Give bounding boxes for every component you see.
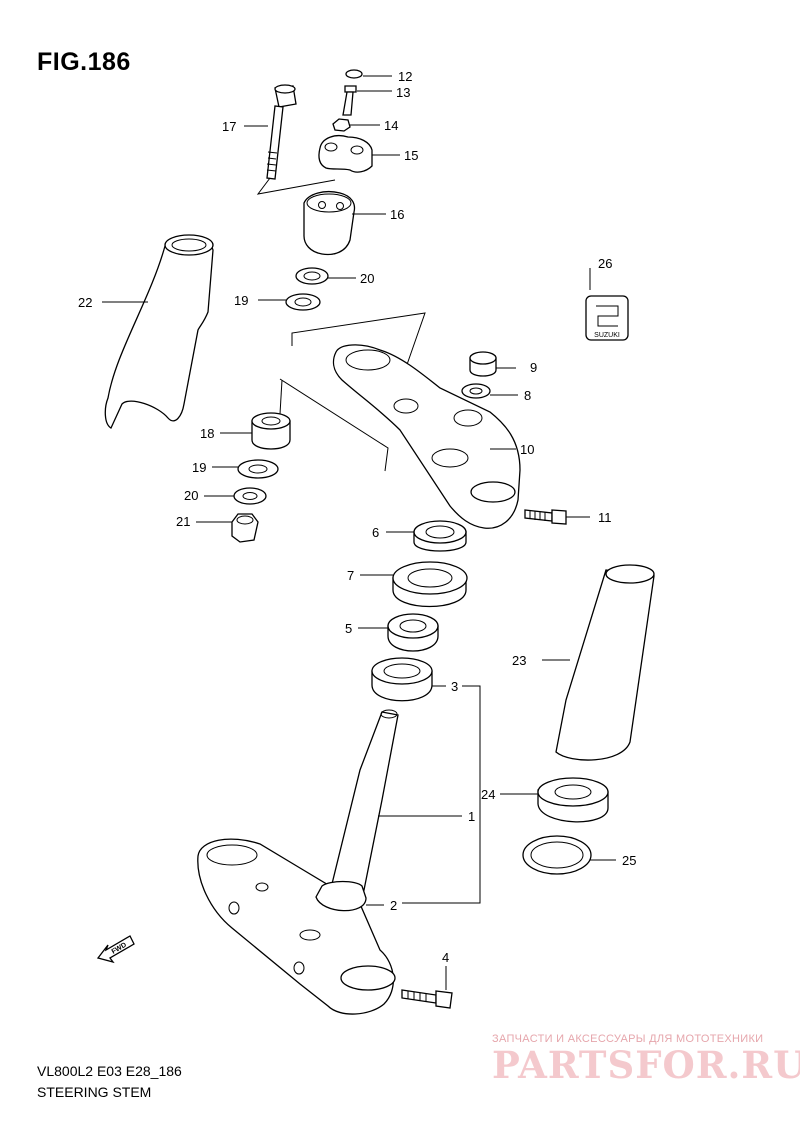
part-16-handlebar-holder	[303, 190, 356, 256]
fwd-arrow-icon: FWD	[96, 935, 135, 964]
part-21-nut	[231, 513, 259, 543]
part-13-bolt	[342, 85, 357, 116]
callout-25: 25	[622, 853, 636, 868]
callout-1: 1	[468, 809, 475, 824]
callout-20-upper: 20	[360, 271, 374, 286]
callout-16: 16	[390, 207, 404, 222]
callout-4: 4	[442, 950, 449, 965]
callout-20-lower: 20	[184, 488, 198, 503]
watermark-logo: PARTSFOR.RU	[492, 1043, 800, 1087]
part-3-lower-bearing	[371, 657, 433, 702]
callout-13: 13	[396, 85, 410, 100]
model-code: VL800L2 E03 E28_186	[37, 1063, 182, 1079]
part-24-ring-nut	[537, 777, 609, 823]
assembly-guide-line-3	[279, 378, 389, 472]
part-22-fork-cover	[104, 234, 214, 429]
callout-23: 23	[512, 653, 526, 668]
callout-9: 9	[530, 360, 537, 375]
callout-2: 2	[390, 898, 397, 913]
part-10-upper-bracket	[332, 344, 521, 529]
callout-5: 5	[345, 621, 352, 636]
callout-17: 17	[222, 119, 236, 134]
leader-lines	[102, 75, 616, 990]
part-1-steering-stem	[197, 709, 399, 1015]
callout-15: 15	[404, 148, 418, 163]
fwd-label: FWD	[111, 942, 128, 956]
callout-8: 8	[524, 388, 531, 403]
part-19-washer-lower	[237, 459, 279, 479]
callout-12: 12	[398, 69, 412, 84]
part-20-washer-lower	[233, 487, 267, 505]
part-14-nut	[332, 118, 351, 132]
part-8-washer	[461, 383, 491, 399]
callout-3: 3	[451, 679, 458, 694]
part-6-steering-nut	[413, 520, 467, 552]
callout-24: 24	[481, 787, 495, 802]
callout-6: 6	[372, 525, 379, 540]
part-7-dust-seal	[392, 561, 468, 608]
part-11-bolt	[524, 509, 567, 525]
callout-10: 10	[520, 442, 534, 457]
callout-19-upper: 19	[234, 293, 248, 308]
part-18-spacer	[251, 412, 291, 450]
emblem-label: SUZUKI	[594, 332, 620, 339]
part-4-bolt	[401, 989, 453, 1009]
part-5-upper-bearing	[387, 613, 439, 652]
callout-22: 22	[78, 295, 92, 310]
diagram-subtitle: STEERING STEM	[37, 1084, 152, 1100]
callout-21: 21	[176, 514, 190, 529]
watermark-caption: ЗАПЧАСТИ И АКСЕССУАРЫ ДЛЯ МОТОТЕХНИКИ	[492, 1033, 764, 1045]
assembly-guide-line-4	[279, 379, 283, 415]
part-26-emblem: SUZUKI	[585, 295, 629, 341]
part-20-washer-upper	[295, 267, 329, 285]
part-12-cap	[345, 69, 363, 79]
callout-7: 7	[347, 568, 354, 583]
callout-26: 26	[598, 256, 612, 271]
callout-numbers: 12 13 14 15 17 16 20 19 22 26 9 8 10 11 …	[78, 69, 636, 965]
callout-18: 18	[200, 426, 214, 441]
part-15-handlebar-clamp	[318, 134, 373, 173]
part-9-cap	[469, 351, 497, 377]
figure-title: FIG.186	[37, 48, 131, 76]
part-25-washer	[522, 835, 592, 875]
assembly-guide-line	[256, 177, 336, 195]
part-19-washer-upper	[285, 293, 321, 311]
part-17-bolt	[266, 84, 297, 180]
callout-19-lower: 19	[192, 460, 206, 475]
callout-11: 11	[598, 510, 612, 525]
part-23-fork-cover	[555, 564, 655, 761]
assembly-guide-line-2	[291, 312, 426, 377]
callout-14: 14	[384, 118, 398, 133]
